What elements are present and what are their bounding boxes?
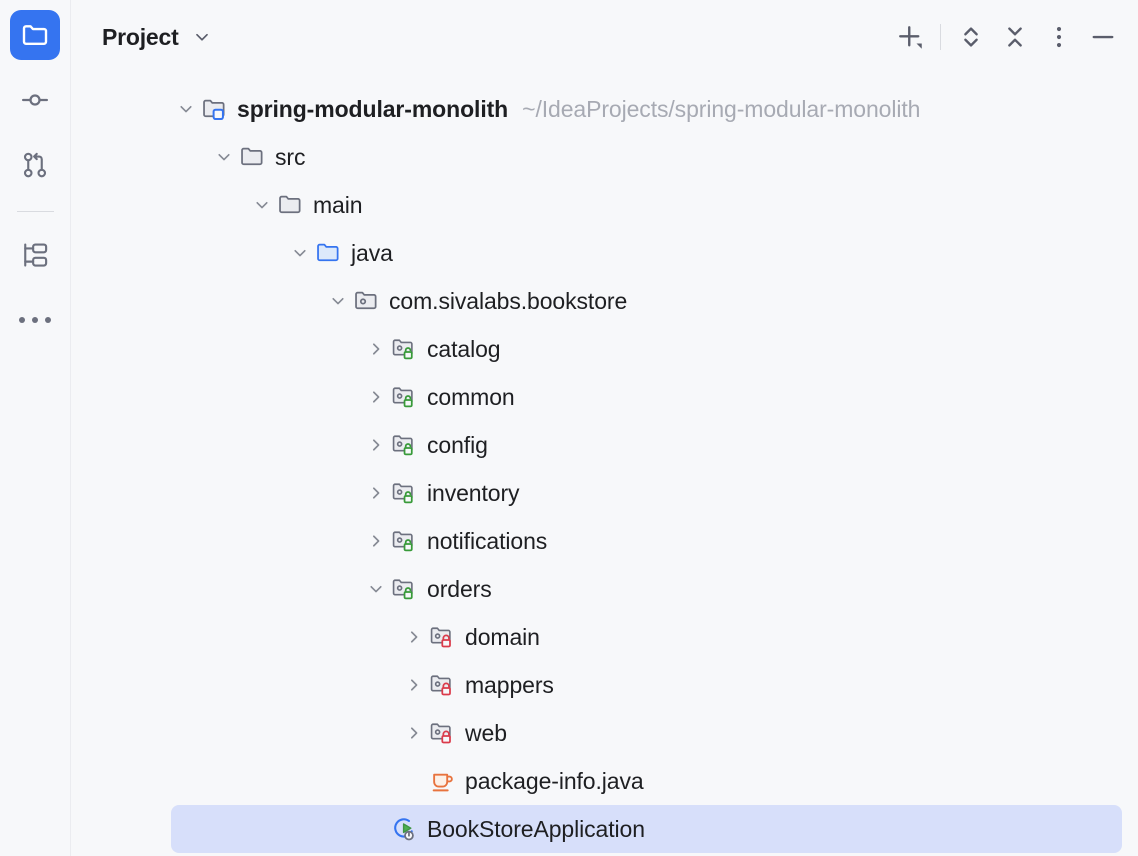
project-folder-icon <box>201 85 229 133</box>
chevron-right-icon[interactable] <box>399 661 429 709</box>
module-package-open-icon <box>391 325 419 373</box>
chevron-down-icon[interactable] <box>191 26 213 48</box>
tree-node-label: BookStoreApplication <box>427 815 645 842</box>
minimize-icon <box>1092 35 1114 39</box>
chevron-right-icon[interactable] <box>361 325 391 373</box>
spring-boot-application-icon <box>391 805 419 853</box>
plus-dropdown-icon <box>899 26 922 49</box>
tree-row[interactable]: BookStoreApplication <box>171 805 1122 853</box>
package-locked-icon <box>429 661 457 709</box>
tree-row[interactable]: config <box>171 421 1122 469</box>
collapse-all-button[interactable] <box>994 16 1036 58</box>
page-title: Project <box>102 23 179 50</box>
java-file-icon <box>429 757 457 805</box>
tree-row[interactable]: main <box>171 181 1122 229</box>
tree-node-label: mappers <box>465 671 554 698</box>
tree-node-label: src <box>275 143 306 170</box>
tree-node-label: config <box>427 431 488 458</box>
chevron-down-icon[interactable] <box>209 133 239 181</box>
expand-collapse-button[interactable] <box>950 16 992 58</box>
chevron-right-icon[interactable] <box>361 517 391 565</box>
tree-node-label: orders <box>427 575 492 602</box>
more-vertical-icon <box>1056 26 1062 48</box>
project-tree[interactable]: spring-modular-monolith ~/IdeaProjects/sp… <box>71 74 1138 853</box>
tree-row[interactable]: orders <box>171 565 1122 613</box>
tree-node-label: package-info.java <box>465 767 644 794</box>
options-button[interactable] <box>1038 16 1080 58</box>
tree-row[interactable]: spring-modular-monolith ~/IdeaProjects/sp… <box>171 85 1122 133</box>
tree-row[interactable]: package-info.java <box>171 757 1122 805</box>
chevron-right-icon[interactable] <box>361 421 391 469</box>
package-locked-icon <box>429 709 457 757</box>
tree-row[interactable]: src <box>171 133 1122 181</box>
tree-node-path-hint: ~/IdeaProjects/spring-modular-monolith <box>522 95 921 122</box>
tree-node-label: catalog <box>427 335 501 362</box>
pull-request-icon <box>23 152 47 178</box>
tree-row[interactable]: mappers <box>171 661 1122 709</box>
stripe-divider <box>16 211 54 212</box>
collapse-all-icon <box>1008 27 1022 47</box>
module-package-open-icon <box>391 517 419 565</box>
sidebar-item-structure[interactable] <box>10 230 60 280</box>
tree-row[interactable]: web <box>171 709 1122 757</box>
tree-node-label: main <box>313 191 363 218</box>
tool-window-header: Project <box>71 0 1138 74</box>
add-button[interactable] <box>889 16 931 58</box>
commit-icon <box>22 94 48 106</box>
structure-icon <box>24 243 48 267</box>
ellipsis-icon <box>19 317 51 323</box>
tree-row[interactable]: com.sivalabs.bookstore <box>171 277 1122 325</box>
module-package-open-icon <box>391 565 419 613</box>
toolbar-actions <box>889 16 1124 58</box>
chevron-right-icon[interactable] <box>399 709 429 757</box>
chevron-right-icon[interactable] <box>361 373 391 421</box>
tree-row[interactable]: notifications <box>171 517 1122 565</box>
tree-row[interactable]: common <box>171 373 1122 421</box>
source-root-folder-icon <box>315 229 343 277</box>
tool-window-stripe <box>0 0 71 856</box>
toolbar-divider <box>940 24 941 50</box>
tree-node-label: java <box>351 239 393 266</box>
chevron-down-icon[interactable] <box>285 229 315 277</box>
sidebar-item-project[interactable] <box>10 10 60 60</box>
tree-node-label: spring-modular-monolith <box>237 95 509 122</box>
tree-row[interactable]: java <box>171 229 1122 277</box>
hide-button[interactable] <box>1082 16 1124 58</box>
module-package-open-icon <box>391 421 419 469</box>
folder-icon <box>22 25 48 45</box>
module-package-open-icon <box>391 469 419 517</box>
tree-node-label: domain <box>465 623 540 650</box>
sidebar-item-commit[interactable] <box>10 75 60 125</box>
package-icon <box>353 277 381 325</box>
project-panel: Project <box>71 0 1138 856</box>
chevron-down-icon[interactable] <box>323 277 353 325</box>
folder-gray-icon <box>239 133 267 181</box>
package-locked-icon <box>429 613 457 661</box>
tree-node-label: notifications <box>427 527 548 554</box>
module-package-open-icon <box>391 373 419 421</box>
sidebar-item-pull-requests[interactable] <box>10 140 60 190</box>
tree-row[interactable]: inventory <box>171 469 1122 517</box>
folder-gray-icon <box>277 181 305 229</box>
tree-row[interactable]: catalog <box>171 325 1122 373</box>
chevron-down-icon[interactable] <box>361 565 391 613</box>
tree-node-label: web <box>465 719 507 746</box>
chevron-right-icon[interactable] <box>399 613 429 661</box>
chevron-right-icon[interactable] <box>361 469 391 517</box>
expand-collapse-icon <box>964 27 978 47</box>
tree-node-label: inventory <box>427 479 520 506</box>
tree-node-label: com.sivalabs.bookstore <box>389 287 628 314</box>
sidebar-item-more-tool-windows[interactable] <box>10 295 60 345</box>
tree-node-label: common <box>427 383 515 410</box>
chevron-down-icon[interactable] <box>171 85 201 133</box>
chevron-down-icon[interactable] <box>247 181 277 229</box>
tree-row[interactable]: domain <box>171 613 1122 661</box>
